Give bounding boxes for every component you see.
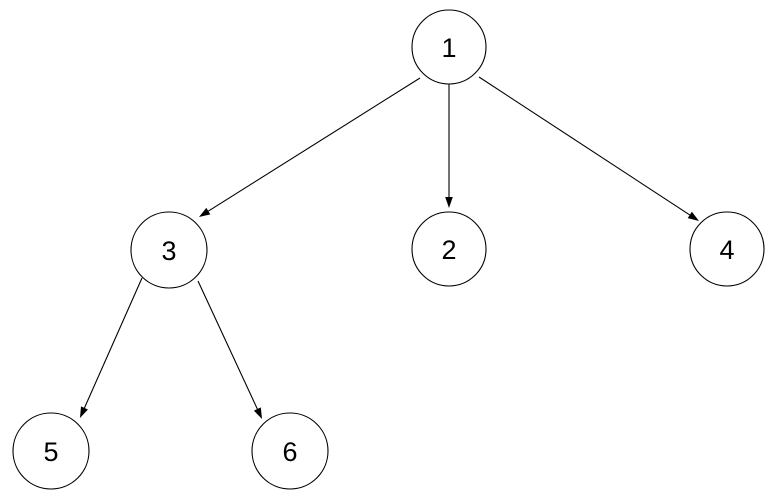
edge-line bbox=[478, 76, 692, 217]
node-circle[interactable] bbox=[411, 9, 487, 85]
node-label: 6 bbox=[282, 437, 297, 467]
edge-line bbox=[83, 277, 143, 410]
graph-edge bbox=[80, 277, 143, 418]
graph-node-3[interactable]: 3 bbox=[130, 211, 208, 289]
graph-node-1[interactable]: 1 bbox=[411, 9, 487, 85]
graph-edge bbox=[199, 77, 421, 217]
node-circle[interactable] bbox=[411, 211, 487, 287]
edge-line bbox=[206, 77, 421, 213]
node-label: 3 bbox=[161, 236, 176, 266]
graph-node-5[interactable]: 5 bbox=[12, 412, 90, 490]
arrowhead-icon bbox=[687, 211, 699, 221]
graph-node-4[interactable]: 4 bbox=[689, 211, 765, 287]
node-label: 5 bbox=[43, 437, 58, 467]
graph-edge bbox=[197, 280, 262, 419]
nodes-layer: 1 3 2 4 5 6 bbox=[12, 9, 765, 490]
node-circle[interactable] bbox=[251, 412, 329, 490]
node-label: 4 bbox=[719, 235, 734, 265]
node-label: 1 bbox=[441, 33, 456, 63]
arrowhead-icon bbox=[253, 407, 262, 419]
arrowhead-icon bbox=[445, 197, 453, 208]
arrowhead-icon bbox=[80, 406, 88, 418]
arrowhead-icon bbox=[199, 207, 211, 217]
node-circle[interactable] bbox=[130, 211, 208, 289]
node-label: 2 bbox=[441, 235, 456, 265]
node-circle[interactable] bbox=[689, 211, 765, 287]
edge-line bbox=[197, 280, 259, 412]
edges-layer bbox=[80, 76, 699, 419]
graph-node-6[interactable]: 6 bbox=[251, 412, 329, 490]
graph-edge bbox=[478, 76, 699, 221]
node-circle[interactable] bbox=[12, 412, 90, 490]
graph-edge bbox=[445, 84, 453, 208]
graph-node-2[interactable]: 2 bbox=[411, 211, 487, 287]
